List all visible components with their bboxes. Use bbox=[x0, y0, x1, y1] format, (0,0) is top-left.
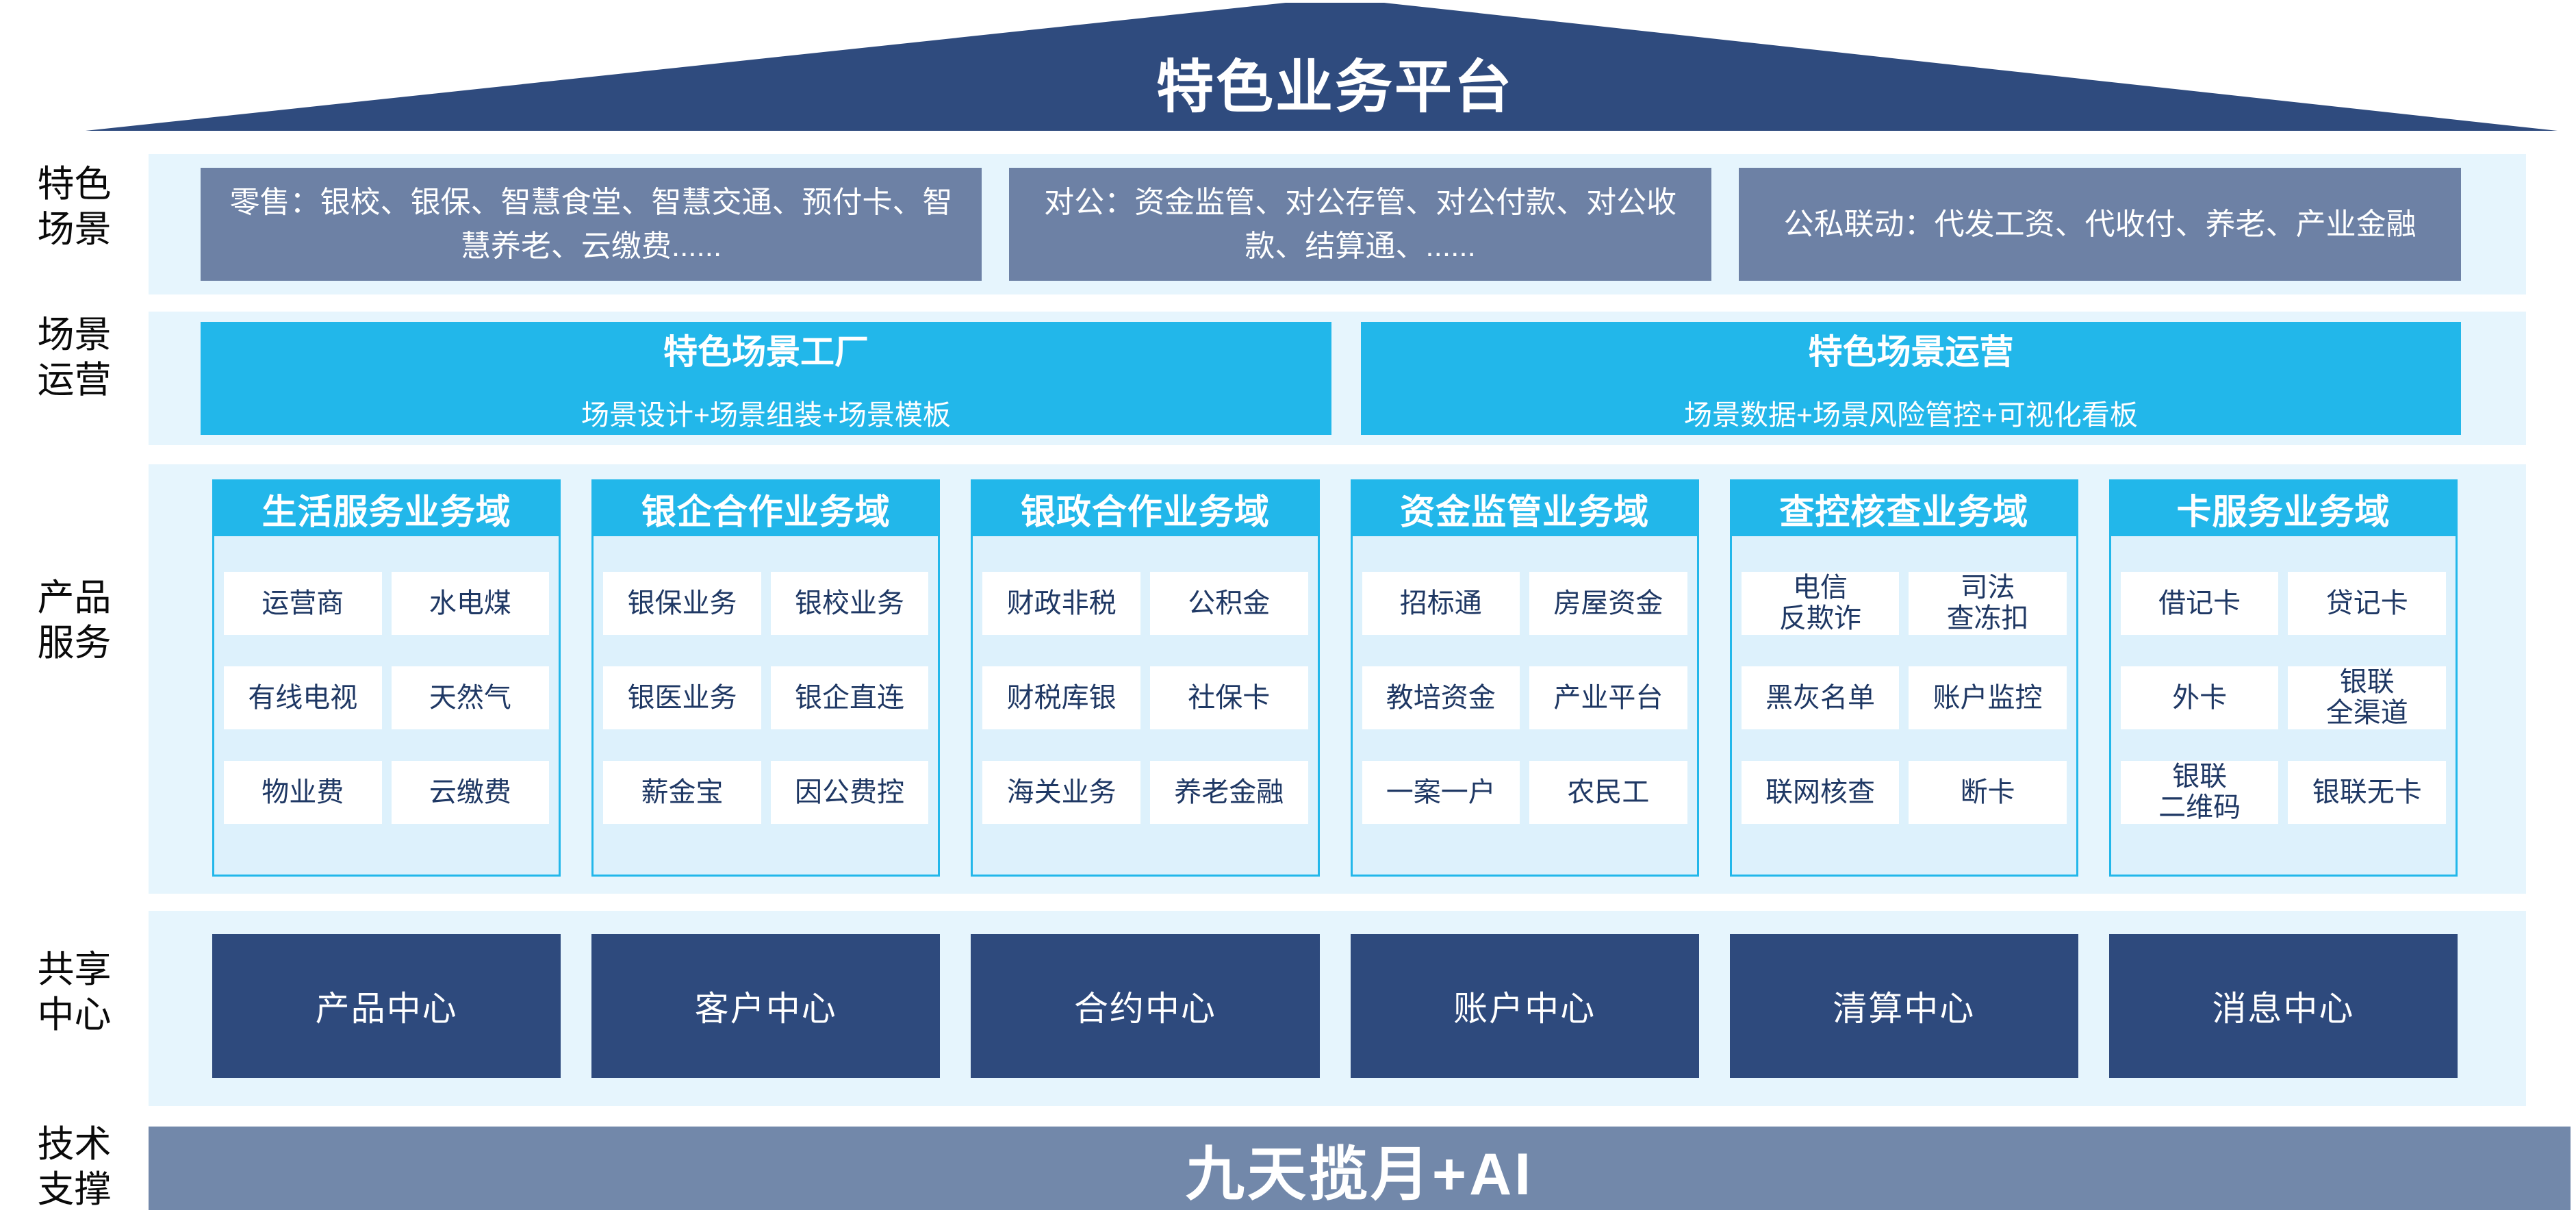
product-item: 云缴费 bbox=[391, 761, 550, 824]
product-column-header: 卡服务业务域 bbox=[2110, 481, 2456, 536]
product-item: 产业平台 bbox=[1529, 666, 1687, 729]
product-item: 财政非税 bbox=[982, 572, 1140, 635]
product-item: 银保业务 bbox=[603, 572, 761, 635]
product-item: 断卡 bbox=[1909, 761, 2067, 824]
product-item: 一案一户 bbox=[1362, 761, 1520, 824]
product-column: 生活服务业务域运营商水电煤有线电视天然气物业费云缴费 bbox=[212, 479, 561, 877]
shared-center-box: 产品中心 bbox=[212, 934, 561, 1078]
product-column-body: 财政非税公积金财税库银社保卡海关业务养老金融 bbox=[973, 536, 1317, 875]
product-item: 借记卡 bbox=[2120, 572, 2279, 635]
product-column-header: 生活服务业务域 bbox=[214, 481, 559, 536]
scenario-band: 零售：银校、银保、智慧食堂、智慧交通、预付卡、智慧养老、云缴费......对公：… bbox=[149, 154, 2526, 294]
product-item: 银联无卡 bbox=[2288, 761, 2447, 824]
product-column: 查控核查业务域电信 反欺诈司法 查冻扣黑灰名单账户监控联网核查断卡 bbox=[1729, 479, 2078, 877]
product-column: 卡服务业务域借记卡贷记卡外卡银联 全渠道银联 二维码银联无卡 bbox=[2108, 479, 2458, 877]
product-item: 外卡 bbox=[2120, 666, 2279, 729]
product-item: 海关业务 bbox=[982, 761, 1140, 824]
product-item: 财税库银 bbox=[982, 666, 1140, 729]
product-item: 运营商 bbox=[224, 572, 382, 635]
product-item: 银联 全渠道 bbox=[2288, 666, 2447, 729]
product-item: 银联 二维码 bbox=[2120, 761, 2279, 824]
product-item: 公积金 bbox=[1149, 572, 1308, 635]
tech-support-label: 九天揽月+AI bbox=[1185, 1141, 1534, 1207]
row-label-text: 特色场景 bbox=[37, 164, 112, 250]
operation-band: 特色场景工厂场景设计+场景组装+场景模板特色场景运营场景数据+场景风险管控+可视… bbox=[149, 312, 2526, 445]
product-item: 农民工 bbox=[1529, 761, 1687, 824]
shared-center-box: 清算中心 bbox=[1729, 934, 2078, 1078]
product-item: 水电煤 bbox=[391, 572, 550, 635]
shared-center-box: 客户中心 bbox=[591, 934, 941, 1078]
operation-box: 特色场景工厂场景设计+场景组装+场景模板 bbox=[201, 322, 1331, 435]
row-label-scenarios: 特色场景 bbox=[0, 162, 149, 253]
row-label-operation: 场景运营 bbox=[0, 313, 149, 403]
operation-box-subtitle: 场景设计+场景组装+场景模板 bbox=[581, 399, 951, 431]
shared-center-box: 消息中心 bbox=[2108, 934, 2458, 1078]
product-item: 教培资金 bbox=[1362, 666, 1520, 729]
row-label-shared: 共享中心 bbox=[0, 948, 149, 1038]
scenario-box: 公私联动：代发工资、代收付、养老、产业金融 bbox=[1739, 168, 2461, 281]
product-column-header: 银企合作业务域 bbox=[594, 481, 939, 536]
product-item: 招标通 bbox=[1362, 572, 1520, 635]
product-column-body: 银保业务银校业务银医业务银企直连薪金宝因公费控 bbox=[594, 536, 938, 875]
operation-box-subtitle: 场景数据+场景风险管控+可视化看板 bbox=[1684, 399, 2138, 431]
product-column-header: 查控核查业务域 bbox=[1731, 481, 2076, 536]
product-band: 生活服务业务域运营商水电煤有线电视天然气物业费云缴费银企合作业务域银保业务银校业… bbox=[149, 464, 2526, 894]
row-label-tech: 技术支撑 bbox=[0, 1122, 149, 1213]
shared-center-box: 合约中心 bbox=[971, 934, 1320, 1078]
product-item: 物业费 bbox=[224, 761, 382, 824]
product-item: 因公费控 bbox=[770, 761, 929, 824]
product-item: 天然气 bbox=[391, 666, 550, 729]
product-column-body: 借记卡贷记卡外卡银联 全渠道银联 二维码银联无卡 bbox=[2111, 536, 2456, 875]
product-item: 银校业务 bbox=[770, 572, 929, 635]
row-label-text: 产品服务 bbox=[37, 577, 112, 664]
scenario-box: 零售：银校、银保、智慧食堂、智慧交通、预付卡、智慧养老、云缴费...... bbox=[201, 168, 982, 281]
product-item: 养老金融 bbox=[1149, 761, 1308, 824]
row-label-text: 场景运营 bbox=[37, 314, 112, 401]
shared-center-box: 账户中心 bbox=[1350, 934, 1699, 1078]
product-item: 有线电视 bbox=[224, 666, 382, 729]
page-title: 特色业务平台 bbox=[1156, 55, 1514, 119]
operation-box: 特色场景运营场景数据+场景风险管控+可视化看板 bbox=[1361, 322, 2461, 435]
product-item: 账户监控 bbox=[1909, 666, 2067, 729]
row-label-text: 技术支撑 bbox=[37, 1124, 112, 1210]
product-column-header: 资金监管业务域 bbox=[1352, 481, 1697, 536]
product-column-body: 运营商水电煤有线电视天然气物业费云缴费 bbox=[214, 536, 559, 875]
product-item: 薪金宝 bbox=[603, 761, 761, 824]
operation-box-title: 特色场景工厂 bbox=[663, 332, 869, 371]
product-column: 银企合作业务域银保业务银校业务银医业务银企直连薪金宝因公费控 bbox=[591, 479, 941, 877]
product-item: 黑灰名单 bbox=[1741, 666, 1900, 729]
product-item: 联网核查 bbox=[1741, 761, 1900, 824]
product-column-header: 银政合作业务域 bbox=[973, 481, 1318, 536]
product-item: 贷记卡 bbox=[2288, 572, 2447, 635]
row-label-text: 共享中心 bbox=[37, 949, 112, 1035]
product-column-body: 电信 反欺诈司法 查冻扣黑灰名单账户监控联网核查断卡 bbox=[1732, 536, 2076, 875]
platform-roof: 特色业务平台 bbox=[0, 0, 2576, 131]
product-item: 房屋资金 bbox=[1529, 572, 1687, 635]
product-item: 银医业务 bbox=[603, 666, 761, 729]
product-column-body: 招标通房屋资金教培资金产业平台一案一户农民工 bbox=[1353, 536, 1697, 875]
shared-center-band: 产品中心客户中心合约中心账户中心清算中心消息中心 bbox=[149, 911, 2526, 1106]
tech-support-bar: 九天揽月+AI bbox=[149, 1127, 2571, 1210]
operation-box-title: 特色场景运营 bbox=[1808, 332, 2014, 371]
product-item: 社保卡 bbox=[1149, 666, 1308, 729]
row-label-products: 产品服务 bbox=[0, 576, 149, 666]
product-item: 电信 反欺诈 bbox=[1741, 572, 1900, 635]
product-item: 银企直连 bbox=[770, 666, 929, 729]
scenario-box: 对公：资金监管、对公存管、对公付款、对公收款、结算通、...... bbox=[1009, 168, 1712, 281]
product-column: 银政合作业务域财政非税公积金财税库银社保卡海关业务养老金融 bbox=[971, 479, 1320, 877]
product-column: 资金监管业务域招标通房屋资金教培资金产业平台一案一户农民工 bbox=[1350, 479, 1699, 877]
product-item: 司法 查冻扣 bbox=[1909, 572, 2067, 635]
